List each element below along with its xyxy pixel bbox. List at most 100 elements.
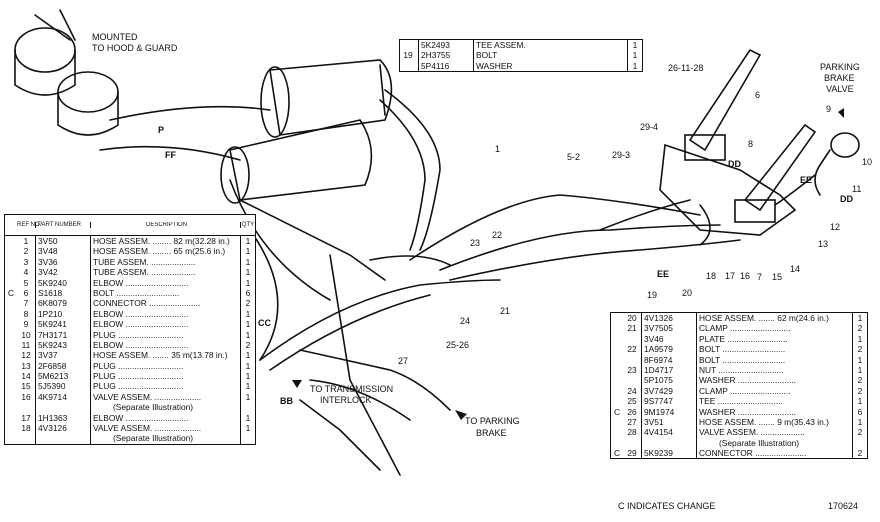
letter-ee-2: EE [800, 175, 812, 185]
cell-mark [5, 236, 17, 246]
cell-mark [611, 334, 623, 344]
cell-ref: 7 [17, 298, 36, 309]
cell-ref [623, 354, 642, 365]
cell-ref: 5 [17, 277, 36, 288]
num-10: 10 [862, 157, 872, 167]
cell-ref: 9 [17, 319, 36, 330]
header-ref: REF NO. [17, 221, 42, 229]
cell-mark [5, 246, 17, 256]
cell-mark [611, 386, 623, 396]
cell-qty: 1 [240, 391, 255, 403]
cell-ref [623, 375, 642, 386]
cell-mark [611, 323, 623, 333]
cell-part: 3V51 [642, 416, 697, 428]
cell-part [36, 402, 91, 413]
cell-part: 3V42 [36, 267, 91, 278]
cell-part: 5K9241 [36, 319, 91, 330]
cell-part: 9S7747 [642, 396, 697, 407]
callout-parking-2: BRAKE [824, 73, 855, 83]
cell-desc: PLUG ............................ [93, 360, 184, 371]
cell-ref: 28 [623, 427, 642, 438]
letter-cc: CC [258, 318, 271, 328]
figure-id: 170624 [828, 501, 859, 511]
cell-desc: HOSE ASSEM. ....... 9 m(35.43 in.) [699, 416, 829, 427]
cell-mark [611, 417, 623, 427]
cell-qty: 2 [852, 385, 867, 397]
cell-desc: ELBOW ........................... [93, 412, 189, 423]
cell-ref: 10 [17, 329, 36, 340]
cell-mark [5, 257, 17, 267]
cell-part: 1D4717 [642, 364, 697, 376]
num-12: 12 [830, 222, 840, 232]
cell-desc: HOSE ASSEM. ........ 65 m(25.6 in.) [93, 246, 226, 257]
num-16: 16 [740, 271, 750, 281]
num-6: 6 [755, 90, 760, 100]
cell-part: S1618 [36, 287, 91, 299]
cell-desc: PLUG ............................ [93, 371, 184, 382]
num-5-2: 5-2 [567, 152, 580, 162]
cell-desc: ELBOW ........................... [93, 277, 189, 288]
num-14: 14 [790, 264, 800, 274]
cell-part: 9M1974 [642, 406, 697, 417]
cell-qty: 1 [240, 360, 255, 372]
cell-desc: CONNECTOR ...................... [93, 298, 201, 309]
cell-desc: PLUG ............................ [93, 381, 184, 392]
arrow-to-transmission [292, 380, 302, 388]
cell-qty: 1 [240, 267, 255, 278]
arrow-to-parking-brake [455, 410, 467, 420]
cell-qty: 2 [852, 323, 867, 334]
cell-desc: WASHER ......................... [699, 406, 796, 417]
cell-desc: PLATE .......................... [699, 333, 788, 344]
cell-desc: TUBE ASSEM. ................... [93, 267, 196, 278]
cell-ref [623, 437, 642, 449]
parking-brake-valve [830, 132, 860, 158]
cell-mark [611, 365, 623, 375]
num-15: 15 [772, 272, 782, 282]
header-desc: DESCRIPTION [145, 221, 187, 228]
letter-ff: FF [165, 150, 176, 160]
num-23: 23 [470, 238, 480, 248]
callout-parking-brake-2: BRAKE [476, 428, 507, 438]
cell-mark [5, 319, 17, 329]
cell-part [642, 437, 697, 449]
cell-qty: 1 [852, 333, 867, 345]
cell-part: 4K9714 [36, 391, 91, 403]
cell-part: 3V7429 [642, 385, 697, 397]
num-29-4: 29-4 [640, 122, 658, 132]
reservoir-lower [229, 119, 373, 201]
table-row: (Separate Illustration) [611, 437, 867, 449]
cell-qty: 1 [240, 246, 255, 257]
top-table-ref: 19 [403, 50, 413, 60]
cell-qty: 2 [240, 298, 255, 309]
cell-qty [240, 402, 255, 413]
cell-ref: 3 [17, 256, 36, 268]
cell-qty: 1 [852, 416, 867, 428]
num-24: 24 [460, 316, 470, 326]
cell-qty: 1 [240, 350, 255, 361]
cell-mark [611, 375, 623, 385]
num-19: 19 [647, 290, 657, 300]
cell-desc: CLAMP .......................... [699, 323, 791, 334]
letter-p: P [158, 125, 164, 135]
cell-qty: 2 [240, 339, 255, 351]
cell-desc: HOSE ASSEM. ....... 62 m(24.6 in.) [699, 313, 829, 323]
cell-mark [5, 381, 17, 391]
cell-desc: NUT ............................ [699, 364, 784, 375]
num-29-3: 29-3 [612, 150, 630, 160]
cell-mark [611, 438, 623, 448]
